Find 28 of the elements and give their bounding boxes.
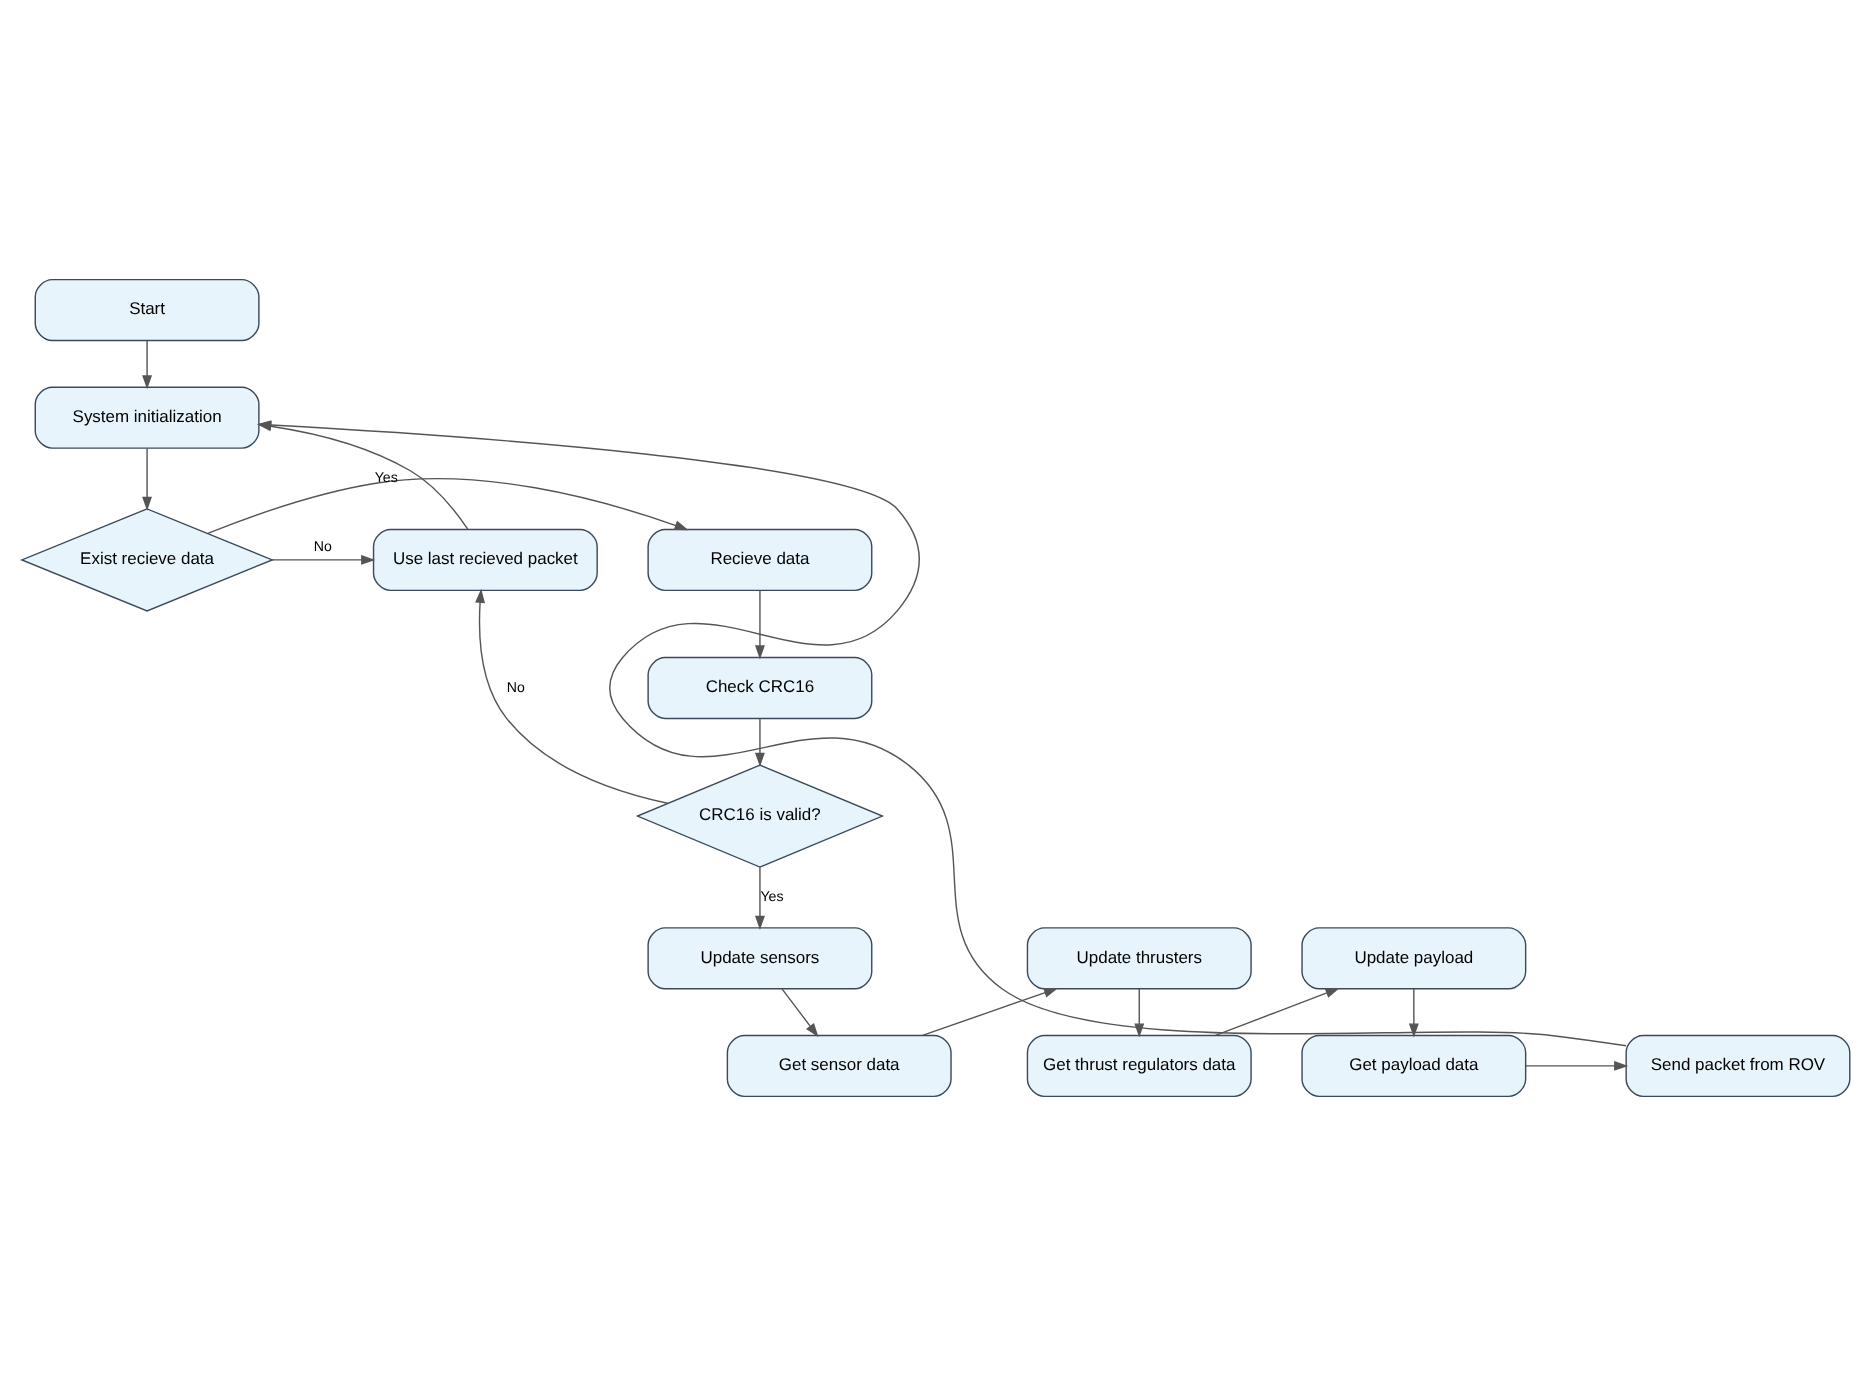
arrow [781, 988, 819, 1038]
node-box: Get thrust regulators data [1026, 1034, 1252, 1098]
node-box: Recieve data [647, 528, 873, 592]
arrow [921, 988, 1059, 1037]
node-box: System initialization [34, 386, 260, 449]
arrow [754, 866, 765, 930]
arrow [754, 717, 765, 767]
arrow [207, 478, 689, 535]
node-box: Update thrusters [1026, 927, 1252, 990]
node-box: Use last recieved packet [372, 528, 598, 592]
node-box: Check CRC16 [647, 656, 873, 720]
node-box: Send packet from ROV [1625, 1034, 1851, 1098]
node-box: Start [34, 278, 260, 342]
arrow [1214, 988, 1340, 1037]
arrow [142, 339, 153, 390]
node-box: Update sensors [647, 927, 873, 990]
node-box: Update payload [1301, 927, 1527, 990]
arrow [754, 589, 765, 660]
arrow [1134, 988, 1145, 1038]
node-diamond: Exist recieve data [20, 508, 275, 612]
arrow [271, 554, 376, 565]
arrow [475, 588, 669, 804]
node-diamond: CRC16 is valid? [635, 764, 885, 868]
node-box: Get sensor data [726, 1034, 952, 1098]
arrow [1525, 1060, 1629, 1071]
node-box: Get payload data [1301, 1034, 1527, 1098]
arrow [1408, 988, 1419, 1038]
arrow [142, 447, 153, 511]
